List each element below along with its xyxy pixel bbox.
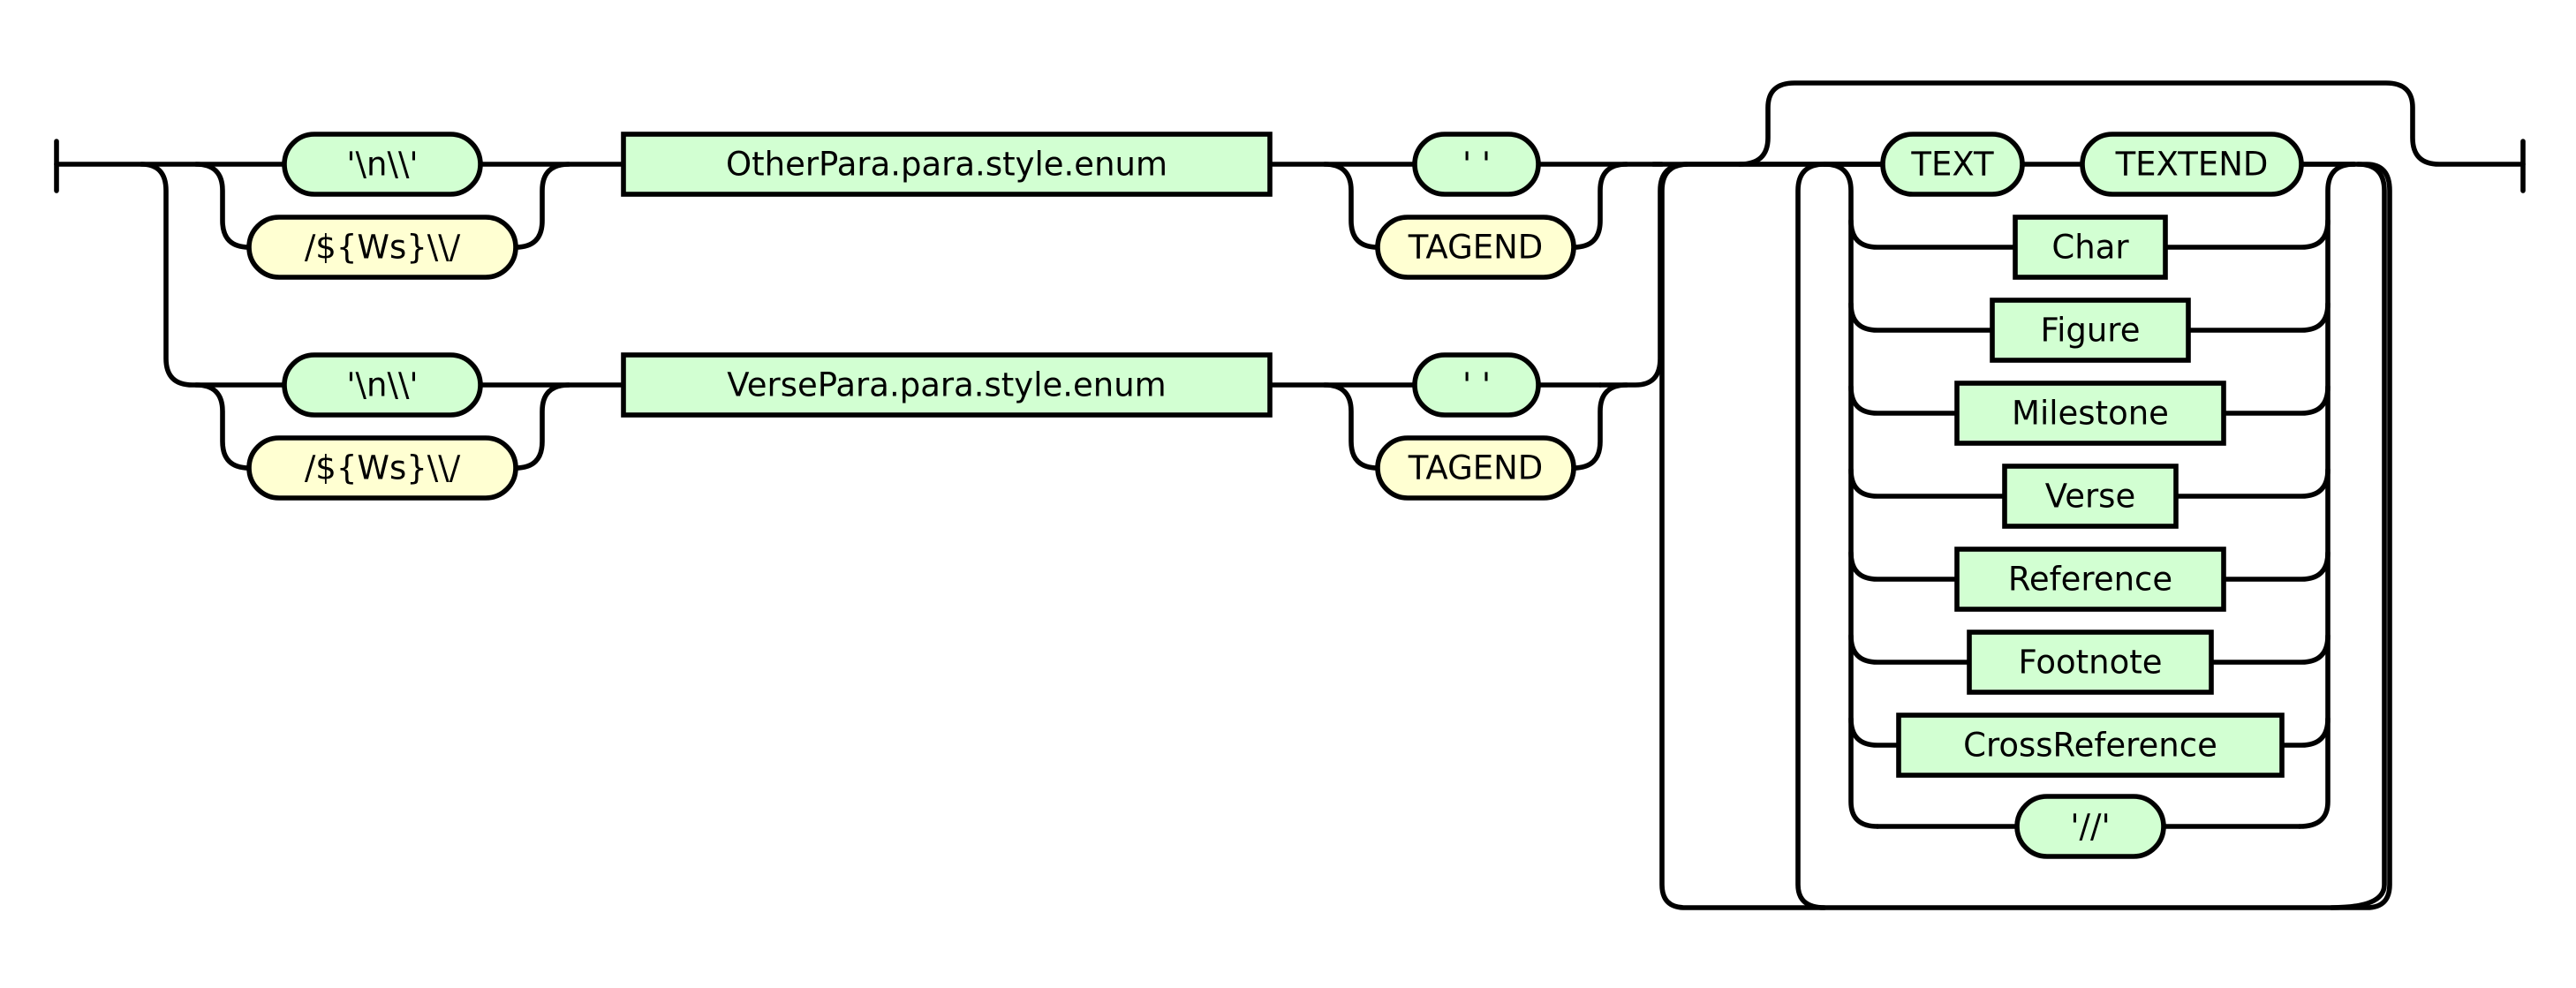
double-slash-literal-node <box>2014 794 2166 859</box>
verse-rule-node <box>2002 464 2179 529</box>
versepara-rule-label: VersePara.para.style.enum <box>727 366 1166 404</box>
reference-rule-label: Reference <box>2008 561 2172 599</box>
text-token-label: TEXT <box>1910 146 1994 184</box>
char-rule-label: Char <box>2051 229 2129 267</box>
textend-token-label: TEXTEND <box>2115 146 2269 184</box>
figure-rule-node <box>1990 298 2191 363</box>
space-literal-label: ' ' <box>1462 366 1491 404</box>
otherpara-rule-label: OtherPara.para.style.enum <box>726 146 1167 184</box>
newline-literal-label: '\n\\' <box>346 146 418 184</box>
textend-token-node <box>2080 132 2304 197</box>
versepara-rule-node <box>621 352 1273 418</box>
tagend-token-node <box>1375 215 1576 280</box>
second-branch: '\n\\' /${Ws}\\/ VersePara.para.style.en… <box>246 352 1576 501</box>
whitespace-regex-node <box>246 435 518 501</box>
footnote-rule-node <box>1967 630 2214 695</box>
newline-literal-node <box>282 352 483 418</box>
reference-rule-node <box>1954 547 2226 612</box>
verse-rule-label: Verse <box>2045 478 2135 516</box>
figure-rule-label: Figure <box>2041 312 2141 350</box>
crossreference-rule-label: CrossReference <box>1963 727 2217 765</box>
content-loop: TEXT TEXTEND Char Figure Milestone Verse… <box>1880 132 2304 859</box>
space-literal-label: ' ' <box>1462 146 1491 184</box>
whitespace-regex-label: /${Ws}\\/ <box>305 229 461 267</box>
tagend-token-label: TAGEND <box>1408 229 1544 267</box>
space-literal-node <box>1412 132 1541 197</box>
char-rule-node <box>2013 215 2168 280</box>
newline-literal-label: '\n\\' <box>346 366 418 404</box>
newline-literal-node <box>282 132 483 197</box>
whitespace-regex-node <box>246 215 518 280</box>
milestone-rule-node <box>1954 381 2226 446</box>
footnote-rule-label: Footnote <box>2018 644 2162 682</box>
text-token-node <box>1880 132 2025 197</box>
space-literal-node <box>1412 352 1541 418</box>
tagend-token-label: TAGEND <box>1408 449 1544 487</box>
tagend-token-node <box>1375 435 1576 501</box>
milestone-rule-label: Milestone <box>2012 395 2169 433</box>
connector-lines <box>54 80 2526 910</box>
whitespace-regex-label: /${Ws}\\/ <box>305 449 461 487</box>
double-slash-literal-label: '//' <box>2070 808 2110 846</box>
crossreference-rule-node <box>1896 713 2285 778</box>
first-branch: '\n\\' /${Ws}\\/ OtherPara.para.style.en… <box>246 132 1576 280</box>
otherpara-rule-node <box>621 132 1273 197</box>
